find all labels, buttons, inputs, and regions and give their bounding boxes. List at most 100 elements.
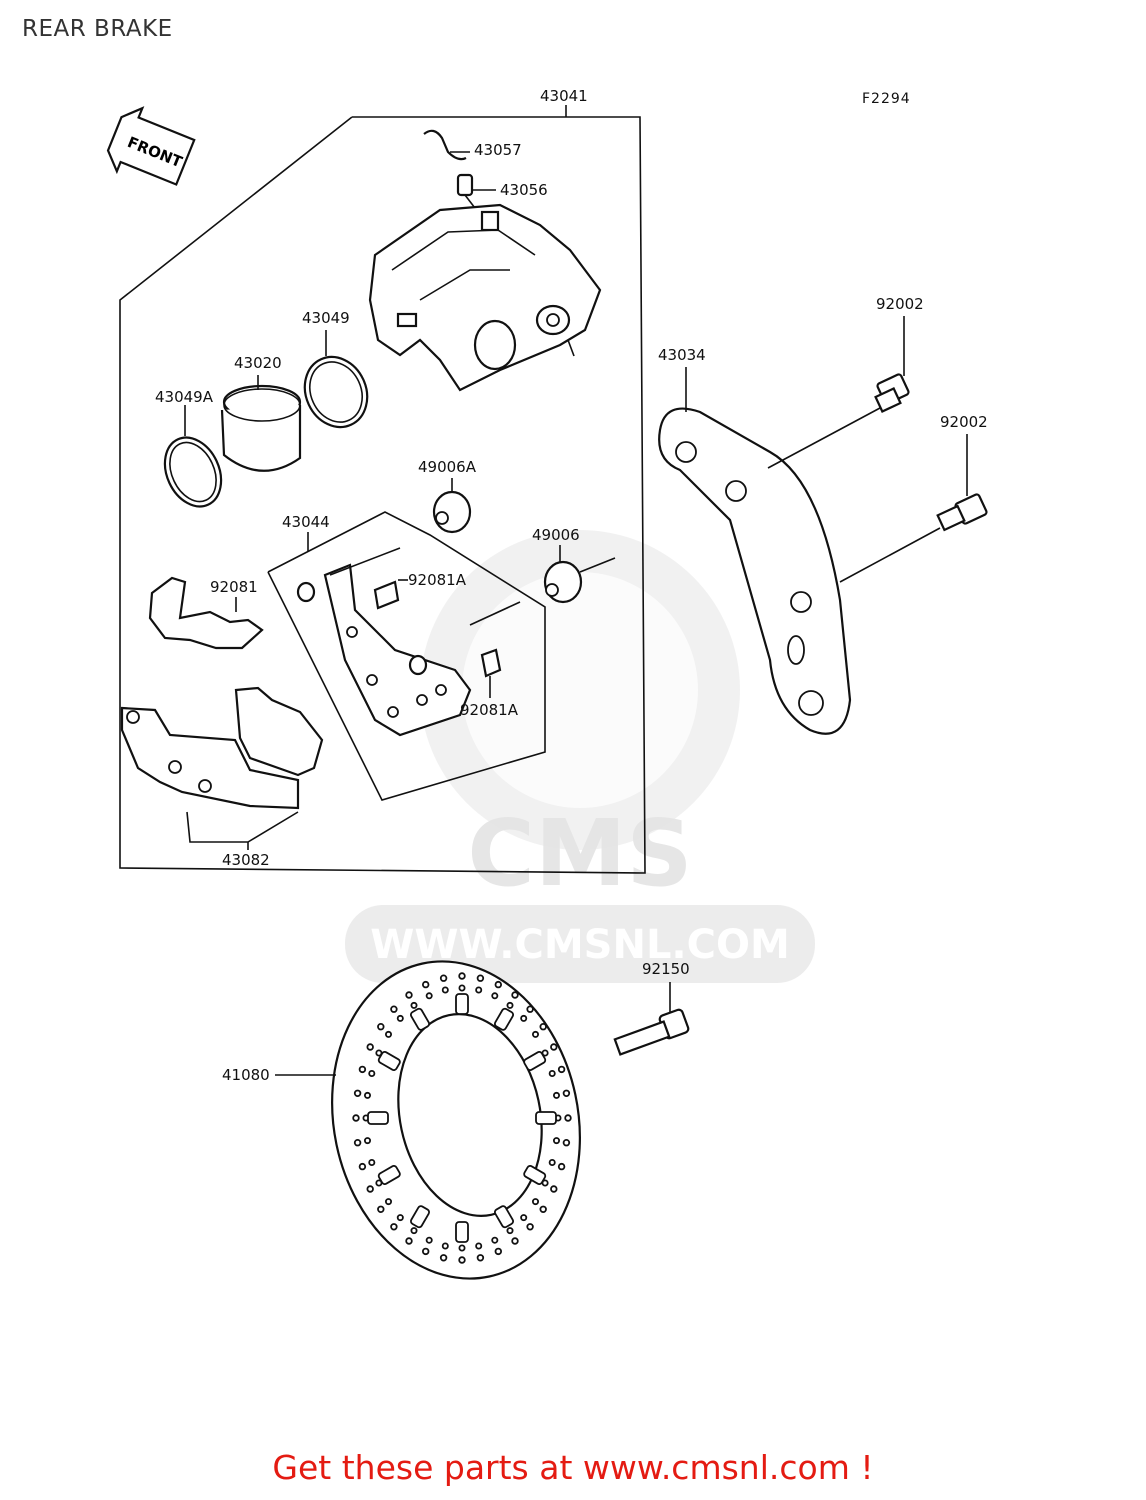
disc-hole bbox=[562, 1138, 571, 1147]
disc-hole bbox=[550, 1043, 558, 1051]
disc-hole bbox=[476, 1254, 485, 1262]
disc-hole bbox=[511, 991, 519, 999]
disc-slot bbox=[535, 1111, 557, 1125]
bleeder-valve bbox=[456, 173, 496, 213]
disc-slot bbox=[523, 1051, 547, 1071]
disc-hole bbox=[520, 1214, 528, 1222]
caliper-body bbox=[368, 203, 602, 392]
disc-hole bbox=[358, 1162, 367, 1171]
disc-hole bbox=[441, 1242, 449, 1250]
label-43034: 43034 bbox=[658, 346, 706, 364]
disc-hole bbox=[494, 980, 502, 989]
torque-link bbox=[658, 367, 941, 735]
label-92081: 92081 bbox=[210, 578, 258, 596]
disc-hole bbox=[557, 1162, 566, 1171]
pad-spring-a-bottom bbox=[480, 648, 502, 698]
label-43041: 43041 bbox=[540, 87, 588, 105]
disc-hole bbox=[539, 1205, 547, 1213]
front-arrow: FRONT bbox=[106, 106, 196, 186]
disc-hole bbox=[476, 974, 485, 982]
disc-bolt bbox=[613, 982, 690, 1056]
watermark-logo: CMS bbox=[467, 800, 692, 907]
disc-hole bbox=[390, 1005, 398, 1013]
disc-hole bbox=[526, 1005, 534, 1013]
disc-hole bbox=[390, 1223, 398, 1231]
label-49006a: 49006A bbox=[418, 458, 477, 476]
disc-hole bbox=[353, 1138, 362, 1147]
disc-hole bbox=[439, 974, 448, 982]
disc-hole bbox=[526, 1223, 534, 1231]
disc-hole bbox=[358, 1065, 367, 1074]
disc-hole bbox=[353, 1089, 362, 1097]
disc-slot bbox=[367, 1111, 389, 1125]
disc-hole bbox=[405, 991, 413, 999]
piston bbox=[220, 375, 302, 472]
disc-hole bbox=[532, 1030, 540, 1038]
figure-code: F2294 bbox=[862, 91, 911, 107]
disc-hole bbox=[377, 1022, 385, 1031]
label-92002-bottom: 92002 bbox=[940, 413, 988, 431]
label-43056: 43056 bbox=[500, 181, 548, 199]
disc-hole bbox=[520, 1014, 528, 1022]
disc-hole bbox=[475, 986, 483, 994]
boot bbox=[543, 545, 616, 604]
label-43082: 43082 bbox=[222, 851, 270, 869]
label-43049a: 43049A bbox=[155, 388, 214, 406]
pad-spring bbox=[148, 576, 264, 650]
label-43057: 43057 bbox=[474, 141, 522, 159]
disc-hole bbox=[363, 1137, 371, 1145]
disc-slot bbox=[455, 1221, 469, 1243]
disc-hole bbox=[366, 1043, 374, 1051]
disc-slot bbox=[523, 1165, 547, 1185]
bolt-top bbox=[874, 316, 910, 413]
label-92002-top: 92002 bbox=[876, 295, 924, 313]
disc-hole bbox=[405, 1237, 413, 1245]
boot-a bbox=[432, 478, 472, 534]
disc-hole bbox=[491, 992, 499, 1000]
disc-slot bbox=[377, 1165, 401, 1185]
disc-slot bbox=[455, 993, 469, 1015]
disc-hole bbox=[363, 1091, 371, 1099]
disc-hole bbox=[564, 1114, 572, 1122]
disc-hole bbox=[458, 1244, 466, 1252]
disc-hole bbox=[366, 1185, 374, 1193]
watermark: CMS WWW.CMSNL.COM bbox=[345, 530, 815, 983]
label-92081a-top: 92081A bbox=[408, 571, 467, 589]
page-title: REAR BRAKE bbox=[22, 16, 173, 42]
disc-hole bbox=[368, 1159, 376, 1167]
disc-hole bbox=[458, 984, 466, 992]
label-49006: 49006 bbox=[532, 526, 580, 544]
disc-hole bbox=[532, 1198, 540, 1206]
disc-hole bbox=[475, 1242, 483, 1250]
label-92150: 92150 bbox=[642, 960, 690, 978]
caliper-assembly-outline bbox=[119, 116, 646, 874]
disc-hole bbox=[396, 1214, 404, 1222]
disc-slot bbox=[494, 1205, 514, 1229]
disc-hole bbox=[491, 1236, 499, 1244]
bleeder-cap bbox=[423, 129, 470, 161]
disc-hole bbox=[377, 1205, 385, 1213]
disc-hole bbox=[539, 1022, 547, 1031]
disc-hole bbox=[384, 1198, 392, 1206]
disc-hole bbox=[506, 1001, 514, 1009]
disc-slot bbox=[410, 1007, 430, 1031]
footer-link[interactable]: Get these parts at www.cmsnl.com ! bbox=[272, 1448, 874, 1487]
dust-seal bbox=[163, 405, 223, 508]
disc-hole bbox=[562, 1089, 571, 1097]
disc-slot bbox=[494, 1007, 514, 1031]
disc-hole bbox=[384, 1030, 392, 1038]
bolt-bottom bbox=[936, 434, 988, 532]
disc-hole bbox=[550, 1185, 558, 1193]
disc-holes bbox=[352, 972, 572, 1264]
disc-hole bbox=[352, 1114, 360, 1122]
disc-hole bbox=[494, 1247, 502, 1256]
bracket-assembly-outline bbox=[267, 511, 546, 801]
disc-hole bbox=[422, 1247, 430, 1256]
disc-hole bbox=[511, 1237, 519, 1245]
brake-disc bbox=[275, 960, 581, 1280]
part-labels: 43041 43057 43056 43049 43020 43049A 490… bbox=[155, 87, 988, 1084]
disc-hole bbox=[553, 1091, 561, 1099]
disc-hole bbox=[458, 1256, 466, 1264]
label-43020: 43020 bbox=[234, 354, 282, 372]
